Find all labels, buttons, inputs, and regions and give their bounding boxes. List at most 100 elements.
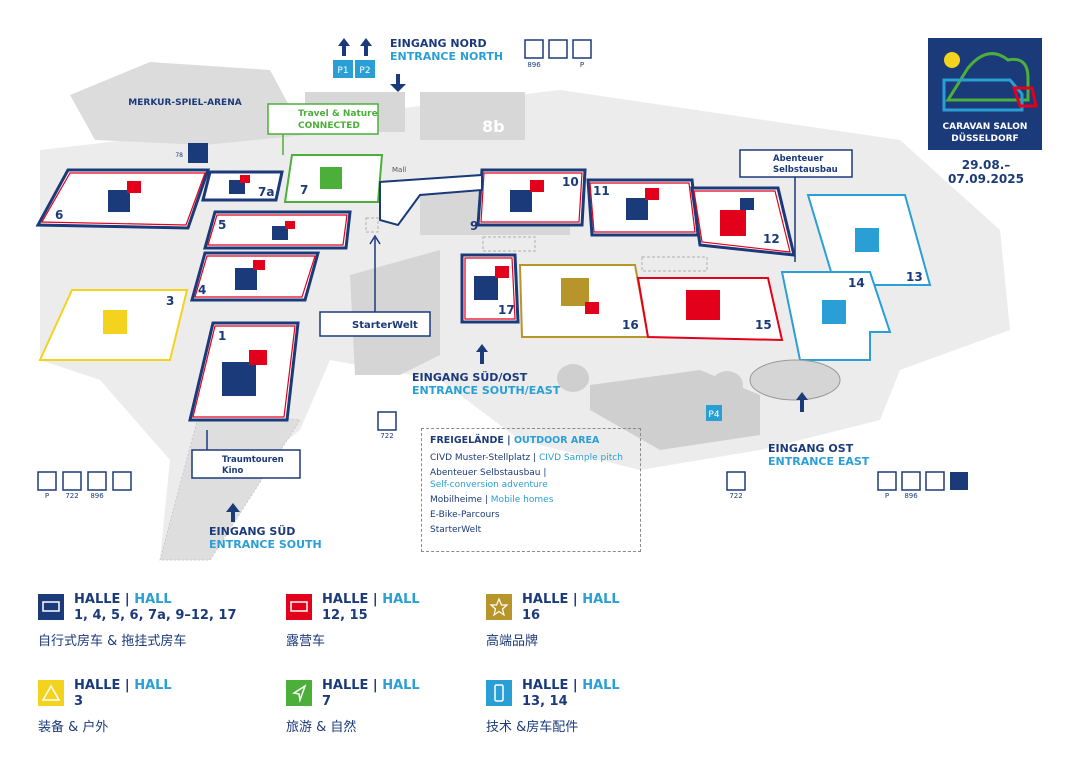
entrance-north-de: EINGANG NORD xyxy=(390,37,487,50)
skywalk xyxy=(379,173,483,227)
hall-13-label: 13 xyxy=(906,270,923,284)
abenteuer-label: Abenteuer xyxy=(773,154,824,164)
ubahn-78: 78 xyxy=(175,143,208,163)
star-icon xyxy=(486,594,512,620)
legend-6-cn: 技术 &房车配件 xyxy=(486,720,579,735)
outdoor-row2-en: Self-conversion adventure xyxy=(430,480,548,490)
starterwelt-label: StarterWelt xyxy=(352,320,418,331)
hall-8b-building xyxy=(420,92,525,140)
hall-10-label: 10 xyxy=(562,175,579,189)
outdoor-row2-de: Abenteuer Selbstausbau xyxy=(430,468,541,478)
hall-1-icon xyxy=(222,362,256,396)
hall-14-icon xyxy=(822,300,846,324)
bus-896-label: 896 xyxy=(527,61,541,69)
arena-label: MERKUR-SPIEL-ARENA xyxy=(128,98,241,108)
logo-graphic xyxy=(942,52,1038,112)
svg-text:P: P xyxy=(885,492,889,500)
hall-11-label: 11 xyxy=(593,184,610,198)
svg-text:896: 896 xyxy=(90,492,104,500)
legend-item-1: HALLE | HALL 1, 4, 5, 6, 7a, 9–12, 17 自行… xyxy=(38,592,237,649)
entrance-south-de: EINGANG SÜD xyxy=(209,524,295,538)
p-label-north: P xyxy=(580,61,584,69)
ubahn-78-label: 78 xyxy=(175,152,183,159)
transport-north: 896 P xyxy=(524,39,592,69)
logo-line2: DÜSSELDORF xyxy=(951,134,1019,144)
legend-2-de: HALLE xyxy=(322,592,369,607)
traumtouren-marker xyxy=(191,449,301,479)
legend-item-4: HALLE | HALL 3 装备 & 户外 xyxy=(38,678,172,735)
outdoor-head-en: OUTDOOR AREA xyxy=(513,435,600,446)
legend-4-cn: 装备 & 户外 xyxy=(38,720,109,735)
p4-marker xyxy=(706,405,722,421)
outdoor-row5: StarterWelt xyxy=(430,525,482,535)
hall-17-label: 17 xyxy=(498,303,515,317)
hall-9-label: 9 xyxy=(470,219,478,233)
hall-15-label: 15 xyxy=(755,318,772,332)
bus-722-label-center: 722 xyxy=(380,432,393,440)
bus-722-center: 722 xyxy=(377,411,397,440)
entrance-east-en: ENTRANCE EAST xyxy=(768,455,870,468)
legend-item-5: HALLE | HALL 7 旅游 & 自然 xyxy=(286,678,420,735)
legend-2-halls: 12, 15 xyxy=(322,608,368,623)
outdoor-row4: E-Bike-Parcours xyxy=(430,510,500,520)
outdoor-row3-en: Mobile homes xyxy=(490,495,554,505)
legend-5-en: HALL xyxy=(382,678,420,693)
legend-4-halls: 3 xyxy=(74,694,84,709)
traumtouren-label: Traumtouren xyxy=(222,455,284,465)
caravan-icon xyxy=(38,594,64,620)
entrance-southeast-en: ENTRANCE SOUTH/EAST xyxy=(412,384,561,397)
travel-nature-label: Travel & Nature xyxy=(298,109,378,119)
legend-1-cn: 自行式房车 & 拖挂式房车 xyxy=(38,634,187,649)
p2-marker xyxy=(355,60,375,78)
outdoor-row1-en: CIVD Sample pitch xyxy=(539,453,623,463)
tent-icon xyxy=(38,680,64,706)
smartphone-icon xyxy=(486,680,512,706)
outdoor-pitch xyxy=(482,236,536,252)
hall-7-icon xyxy=(320,167,342,189)
hall-16-label: 16 xyxy=(622,318,639,332)
transport-southwest: P 722 896 xyxy=(37,471,132,500)
hall-16-icon xyxy=(561,278,589,306)
silo-1 xyxy=(557,364,589,392)
legend-3-en: HALL xyxy=(582,592,620,607)
p4-label: P4 xyxy=(708,410,719,420)
outdoor-pitch-3 xyxy=(365,217,379,233)
entrance-north-arrows xyxy=(226,38,808,522)
hall-12-label: 12 xyxy=(763,232,780,246)
legend-6-en: HALL xyxy=(582,678,620,693)
logo-line1: CARAVAN SALON xyxy=(942,122,1028,132)
starterwelt-marker xyxy=(319,311,431,337)
legend-4-de: HALLE xyxy=(74,678,121,693)
mall-label: Mall xyxy=(392,166,406,174)
rotunda-east xyxy=(749,359,841,401)
camper-van-icon xyxy=(286,594,312,620)
outdoor-head-de: FREIGELÄNDE xyxy=(430,435,504,446)
legend-1-halls: 1, 4, 5, 6, 7a, 9–12, 17 xyxy=(74,608,237,623)
kino-label: Kino xyxy=(222,466,244,476)
transport-east: P 896 xyxy=(877,471,968,500)
p1-marker xyxy=(333,60,353,78)
abenteuer-marker xyxy=(739,149,853,178)
outdoor-pitch-2 xyxy=(641,256,708,272)
fair-dates: 29.08.–07.09.2025 xyxy=(948,158,1024,186)
p2-label: P2 xyxy=(359,66,370,76)
outdoor-row3-de: Mobilheime xyxy=(430,495,483,505)
connected-label: CONNECTED xyxy=(298,121,360,131)
legend-item-2: HALLE | HALL 12, 15 露营车 xyxy=(286,592,420,649)
selbstausbau-label: Selbstausbau xyxy=(773,165,838,175)
legend-4-en: HALL xyxy=(134,678,172,693)
entrance-southeast-de: EINGANG SÜD/OST xyxy=(412,370,528,384)
legend-2-cn: 露营车 xyxy=(286,634,326,649)
legend-1-de: HALLE xyxy=(74,592,121,607)
legend-6-halls: 13, 14 xyxy=(522,694,568,709)
legend-5-de: HALLE xyxy=(322,678,369,693)
hall-6-label: 6 xyxy=(55,208,63,222)
hall-6-icon xyxy=(108,190,130,212)
entrance-north-en: ENTRANCE NORTH xyxy=(390,50,503,63)
bus-722-label-east: 722 xyxy=(729,492,742,500)
svg-text:P: P xyxy=(45,492,49,500)
hall-15-icon xyxy=(686,290,720,320)
hall-3-label: 3 xyxy=(166,294,174,308)
legend-item-3: HALLE | HALL 16 高端品牌 xyxy=(486,592,620,649)
